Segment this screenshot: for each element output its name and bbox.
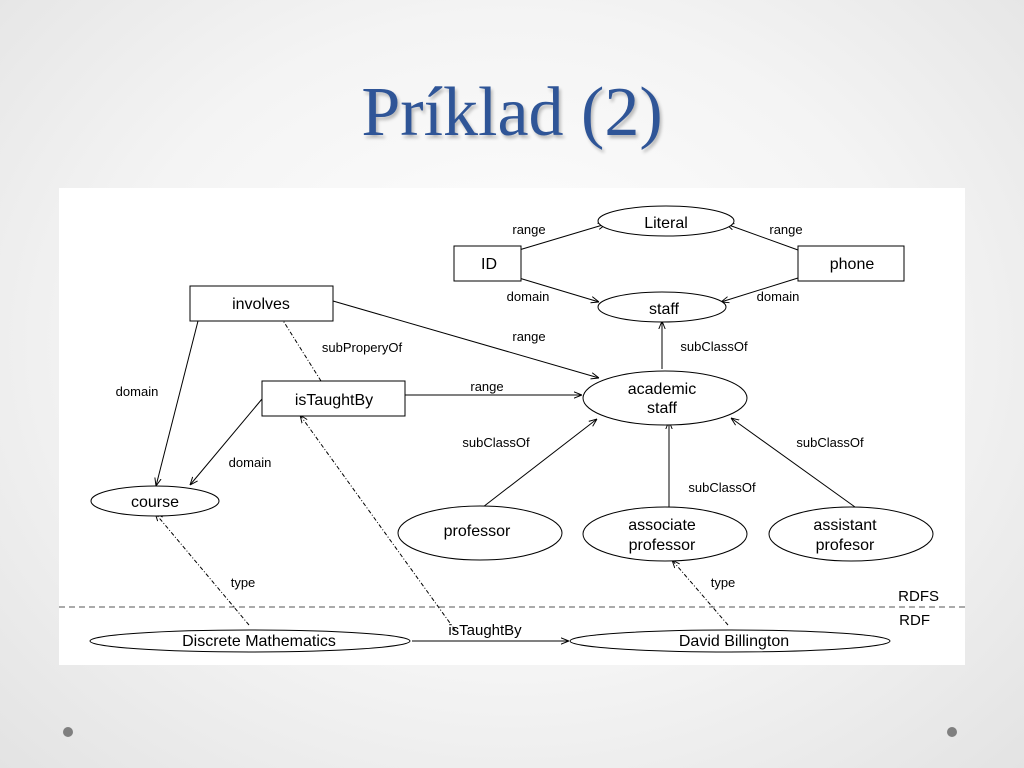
edge-range-phone-literal xyxy=(726,224,799,251)
node-associate-label-line2: professor xyxy=(629,537,696,554)
node-involves-label: involves xyxy=(232,296,290,313)
node-staff xyxy=(597,291,727,323)
edge-label-subclass-academic-staff: subClassOf xyxy=(680,339,748,354)
layer-label-rdfs: RDFS xyxy=(898,588,939,605)
edge-subproperty xyxy=(272,303,322,382)
edge-label-domain-phone-staff: domain xyxy=(757,289,800,304)
node-discrete-mathematics-label: Discrete Mathematics xyxy=(182,633,336,650)
edge-label-domain-taught: domain xyxy=(229,455,272,470)
edge-isTaughtBy-instance-link xyxy=(300,415,456,631)
node-course-label: course xyxy=(131,494,179,511)
node-is-taught-by-label: isTaughtBy xyxy=(295,392,373,409)
edge-label-range-taught: range xyxy=(470,379,503,394)
node-involves xyxy=(189,285,334,322)
edge-label-subclass-associate: subClassOf xyxy=(688,480,756,495)
edge-subclass-professor xyxy=(482,419,597,508)
edge-domain-id-staff xyxy=(518,277,599,302)
node-course xyxy=(90,485,220,517)
node-professor-label: professor xyxy=(444,523,511,540)
diagram-canvas: Literal ID phone staff involves isTaught… xyxy=(59,205,965,653)
slide-title: Príklad (2) xyxy=(361,74,663,151)
edge-label-type-associate: type xyxy=(711,575,736,590)
edge-label-subclass-assistant: subClassOf xyxy=(796,435,864,450)
node-david-billington-label: David Billington xyxy=(679,633,789,650)
node-phone xyxy=(797,245,905,282)
edge-domain-taught xyxy=(190,398,263,485)
edge-subclass-assistant xyxy=(731,418,856,508)
edge-label-domain-id-staff: domain xyxy=(507,289,550,304)
rdf-schema-diagram: Literal ID phone staff involves isTaught… xyxy=(59,188,965,665)
bullet-right-dot xyxy=(947,727,957,737)
node-id-label: ID xyxy=(481,256,497,273)
node-assistant-label-line1: assistant xyxy=(813,517,877,534)
edge-range-id-literal xyxy=(518,224,606,251)
edge-label-subproperty: subProperyOf xyxy=(322,340,403,355)
node-academic-staff-label-line2: staff xyxy=(647,400,678,417)
edge-label-instance-taught: isTaughtBy xyxy=(448,622,522,639)
node-associate-professor xyxy=(582,506,748,562)
node-professor xyxy=(397,505,563,561)
edge-type-associate xyxy=(672,560,729,626)
edge-label-type-course: type xyxy=(231,575,256,590)
edge-domain-involves xyxy=(156,320,199,486)
node-assistant-label-line2: profesor xyxy=(816,537,875,554)
node-david-billington xyxy=(569,629,891,653)
edge-label-range-phone-literal: range xyxy=(769,222,802,237)
node-associate-label-line1: associate xyxy=(628,517,696,534)
node-assistant-profesor xyxy=(768,506,934,562)
edge-range-involves xyxy=(332,300,599,378)
node-academic-staff-label-line1: academic xyxy=(628,381,696,398)
node-id xyxy=(453,245,522,282)
node-academic-staff xyxy=(582,370,748,426)
node-phone-label: phone xyxy=(830,256,875,273)
node-literal-label: Literal xyxy=(644,215,688,232)
edge-type-course xyxy=(155,513,250,626)
edge-label-range-involves: range xyxy=(512,329,545,344)
edge-label-domain-involves: domain xyxy=(116,384,159,399)
edge-label-subclass-professor: subClassOf xyxy=(462,435,530,450)
node-discrete-mathematics xyxy=(89,629,411,653)
node-staff-label: staff xyxy=(649,301,680,318)
node-is-taught-by xyxy=(261,380,406,417)
edge-label-range-id-literal: range xyxy=(512,222,545,237)
layer-label-rdf: RDF xyxy=(899,612,930,629)
node-literal xyxy=(597,205,735,237)
edge-domain-phone-staff xyxy=(721,277,799,302)
bullet-left-dot xyxy=(63,727,73,737)
